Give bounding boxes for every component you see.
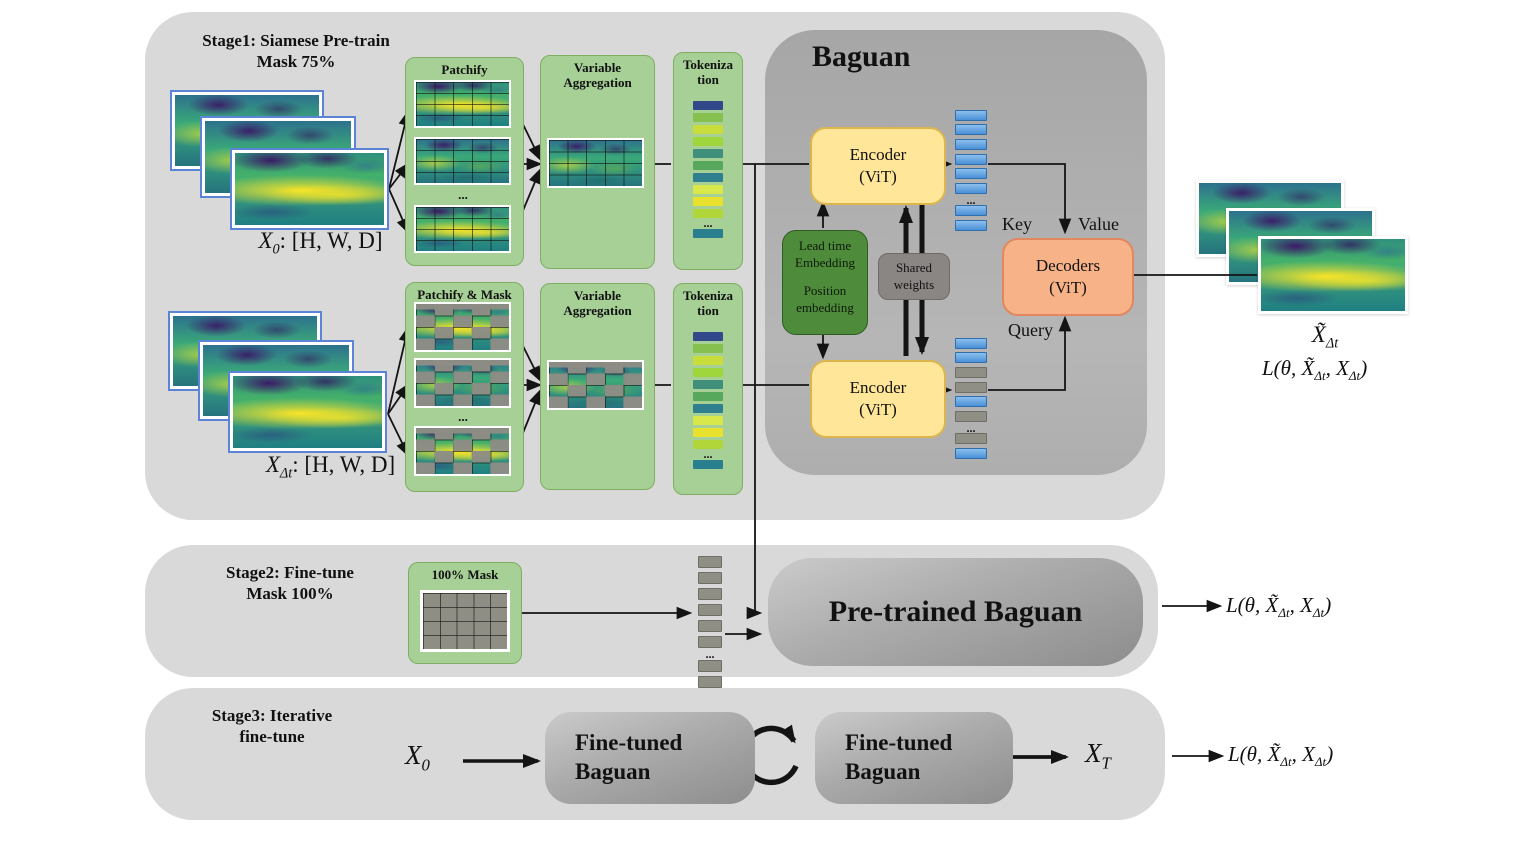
token-chip xyxy=(955,205,987,217)
token-stack-encoded-top: ... xyxy=(955,108,987,233)
token-chip xyxy=(693,439,723,449)
token-chip: ... xyxy=(705,647,715,661)
stage2-loss-label: L(θ, X̃Δt, XΔt) xyxy=(1226,593,1332,621)
token-chip xyxy=(955,124,987,136)
encoder-bottom-box: Encoder(ViT) xyxy=(810,360,946,438)
masked-patch-image xyxy=(414,358,511,408)
token-chip: ... xyxy=(966,192,976,207)
token-chip xyxy=(698,556,722,568)
token-chip xyxy=(693,100,723,110)
pretrained-baguan-box: Pre-trained Baguan xyxy=(768,558,1143,666)
token-chip xyxy=(955,337,987,349)
patch-image xyxy=(414,137,511,185)
x0-label: X0 xyxy=(405,740,430,775)
ellipsis: ... xyxy=(458,187,468,202)
aggregated-image xyxy=(547,138,644,188)
xdt-input-label: XΔt: [H, W, D] xyxy=(265,452,396,482)
token-chip xyxy=(693,196,723,206)
token-chip: ... xyxy=(703,447,713,461)
masked-aggregated-image xyxy=(547,360,644,410)
token-chip xyxy=(693,228,723,238)
token-chip xyxy=(693,184,723,194)
token-chip xyxy=(693,415,723,425)
token-stack-masked: ... xyxy=(698,554,722,690)
token-chip xyxy=(693,427,723,437)
token-chip xyxy=(955,366,987,378)
patch-image xyxy=(414,80,511,128)
token-chip xyxy=(693,136,723,146)
full-mask-image xyxy=(420,590,510,652)
token-chip xyxy=(955,410,987,422)
stage1-title: Stage1: Siamese Pre-train Mask 75% xyxy=(202,31,390,72)
decoders-box: Decoders(ViT) xyxy=(1002,238,1134,316)
token-chip xyxy=(955,219,987,231)
heatmap-image xyxy=(230,373,385,451)
stage3-title: Stage3: Iterative fine-tune xyxy=(211,706,333,747)
encoder-top-box: Encoder(ViT) xyxy=(810,127,946,205)
masked-patch-image xyxy=(414,426,511,476)
token-chip xyxy=(693,403,723,413)
stage3-loss-label: L(θ, X̃Δt, XΔt) xyxy=(1228,742,1334,770)
token-chip xyxy=(698,620,722,632)
token-chip xyxy=(693,124,723,134)
token-chip xyxy=(693,343,723,353)
token-chip xyxy=(955,109,987,121)
token-chip xyxy=(693,208,723,218)
xt-label: XT xyxy=(1085,738,1111,773)
token-chip xyxy=(955,381,987,393)
token-chip xyxy=(698,660,722,672)
token-chip xyxy=(693,331,723,341)
token-chip xyxy=(955,153,987,165)
stage2-title: Stage2: Fine-tune Mask 100% xyxy=(226,563,354,604)
token-chip xyxy=(693,172,723,182)
token-chip: ... xyxy=(966,420,976,435)
masked-patch-image xyxy=(414,302,511,352)
token-chip xyxy=(693,459,723,469)
ellipsis: ... xyxy=(458,409,468,424)
token-chip xyxy=(698,588,722,600)
embedding-box: Lead time Embedding Position embedding xyxy=(782,230,868,335)
token-chip xyxy=(955,396,987,408)
stage1-loss-label: L(θ, X̃Δt, XΔt) xyxy=(1262,356,1368,384)
heatmap-image xyxy=(232,150,387,228)
token-chip xyxy=(693,391,723,401)
patch-image xyxy=(414,205,511,253)
token-chip: ... xyxy=(703,216,713,230)
token-stack-encoded-bottom: ... xyxy=(955,336,987,461)
token-chip xyxy=(693,160,723,170)
token-stack-viridis: ... xyxy=(693,99,723,239)
query-label: Query xyxy=(1008,320,1053,340)
token-chip xyxy=(955,433,987,445)
token-chip xyxy=(955,168,987,180)
token-stack-viridis: ... xyxy=(693,330,723,470)
token-chip xyxy=(698,676,722,688)
token-chip xyxy=(693,379,723,389)
token-chip xyxy=(698,604,722,616)
token-chip xyxy=(693,367,723,377)
value-label: Value xyxy=(1078,214,1119,234)
baguan-title: Baguan xyxy=(812,40,911,73)
token-chip xyxy=(698,572,722,584)
token-chip xyxy=(955,447,987,459)
x0-input-label: X0: [H, W, D] xyxy=(258,228,383,258)
key-label: Key xyxy=(1002,214,1032,234)
token-chip xyxy=(955,352,987,364)
output-heatmap-image xyxy=(1258,236,1408,314)
token-chip xyxy=(955,138,987,150)
token-chip xyxy=(693,112,723,122)
token-chip xyxy=(955,182,987,194)
output-label: X̃Δt xyxy=(1311,322,1339,352)
token-chip xyxy=(693,355,723,365)
token-chip xyxy=(698,636,722,648)
token-chip xyxy=(693,148,723,158)
